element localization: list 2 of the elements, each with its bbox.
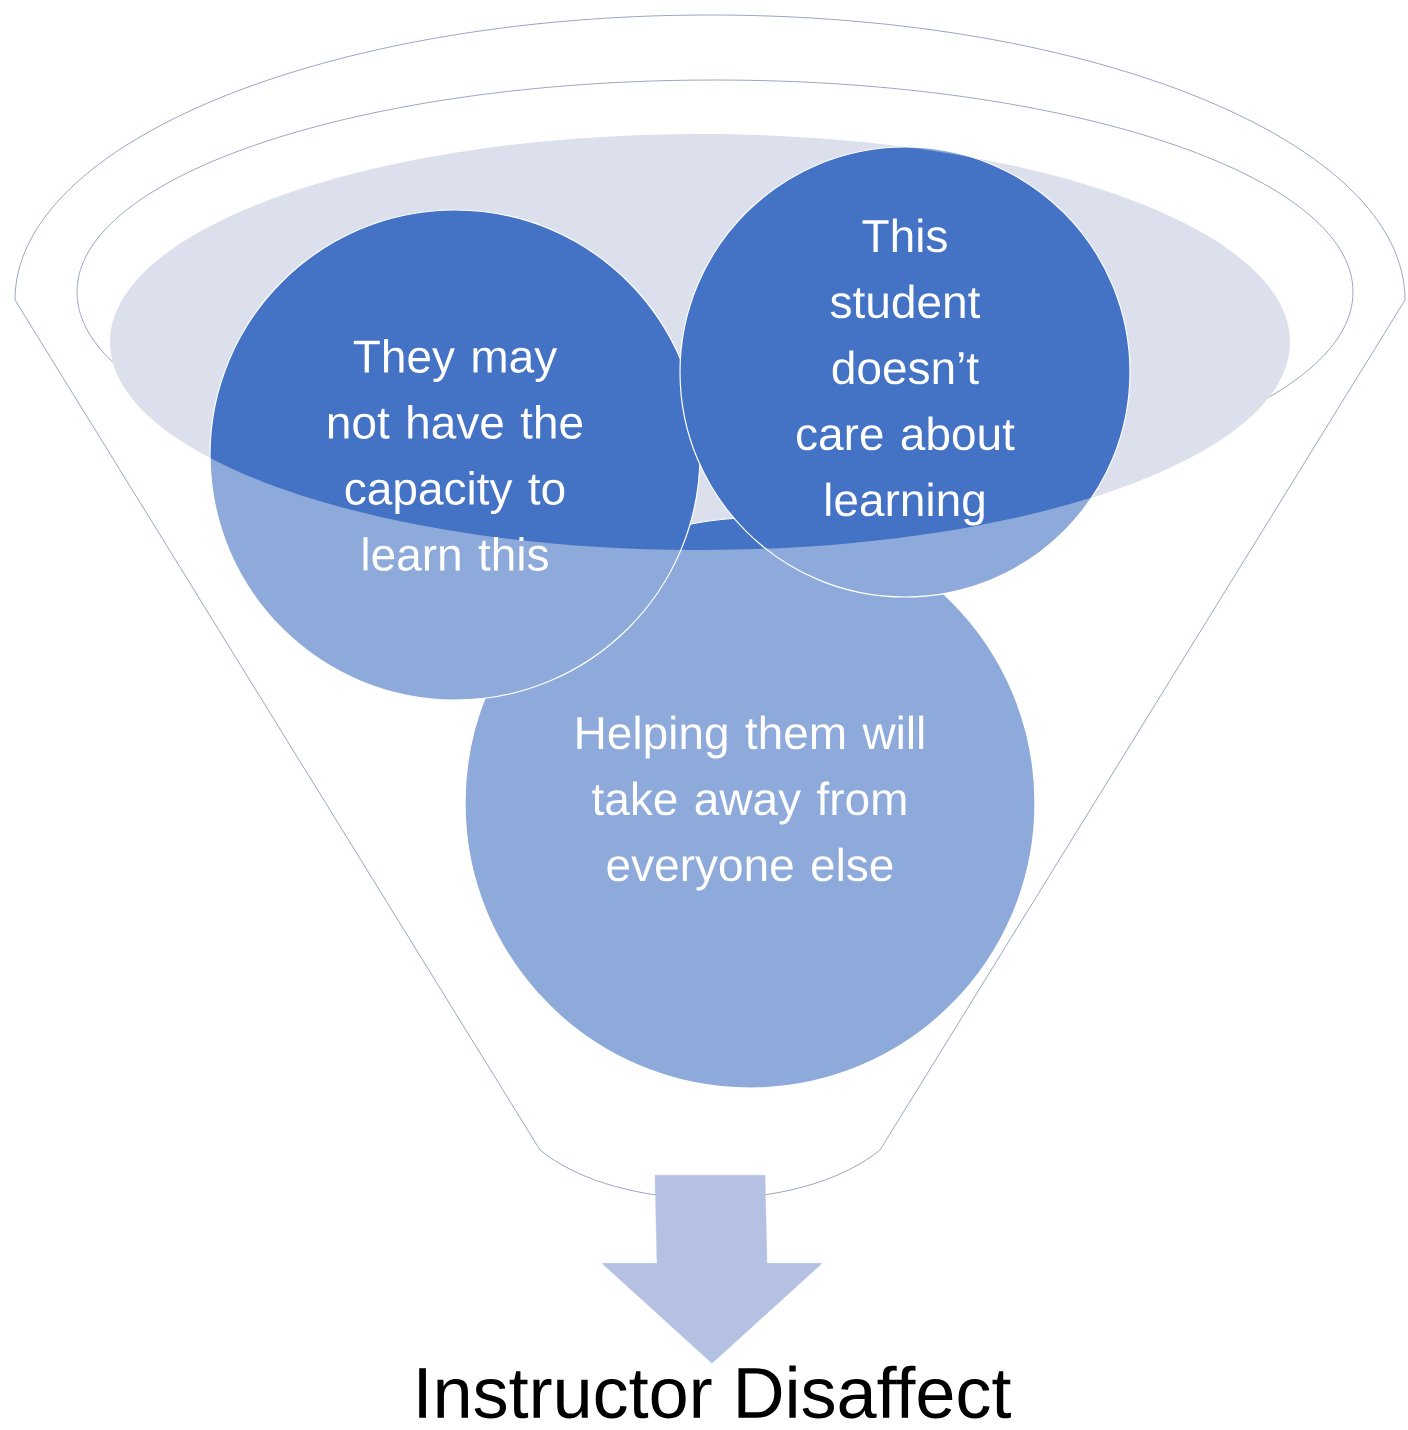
result-text: Instructor Disaffect: [419, 1365, 1011, 1419]
block-arrow: [601, 1175, 823, 1364]
